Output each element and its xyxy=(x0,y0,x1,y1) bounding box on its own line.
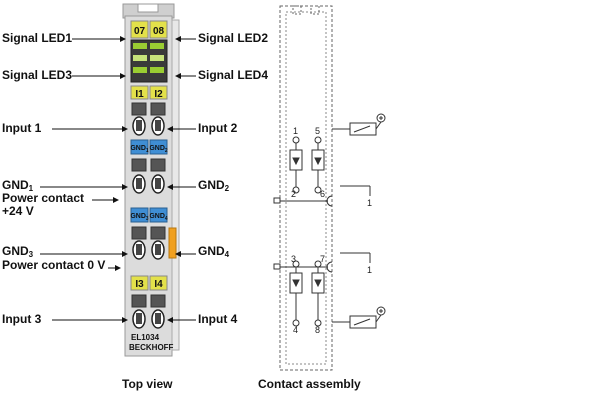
power-bus-0v xyxy=(273,252,371,273)
led-label-08 xyxy=(149,20,168,39)
clamp-row-gnd-1-2 xyxy=(131,158,166,194)
clamp-row-inputs-1-2 xyxy=(131,102,166,136)
label-input1: Input 1 xyxy=(2,121,42,135)
label-i1 xyxy=(130,85,149,100)
label-gnd3-main: GND xyxy=(2,244,29,258)
label-gnd1-text: GND1 xyxy=(130,145,149,154)
label-gnd3-sub: 3 xyxy=(28,250,34,259)
contact-assembly-outline xyxy=(279,5,333,371)
label-gnd1 xyxy=(130,139,149,155)
pin-2: 2 xyxy=(291,189,296,199)
label-gnd4-text: GND4 xyxy=(149,213,168,222)
pin-7: 7 xyxy=(320,254,325,264)
orange-tab xyxy=(168,227,177,259)
label-gnd4-main: GND xyxy=(198,244,225,258)
bus-label-top: 1 xyxy=(367,198,372,208)
led-1 xyxy=(133,43,147,49)
clamp-row-inputs-3-4 xyxy=(131,294,166,329)
clamp-row-gnd-3-4 xyxy=(131,226,166,260)
label-power-24v-line1: Power contact xyxy=(2,191,85,205)
label-i1-text: I1 xyxy=(135,89,144,100)
label-power-24v-line2: +24 V xyxy=(2,204,34,218)
label-i2 xyxy=(149,85,168,100)
label-i3 xyxy=(130,275,149,291)
lower-input-circuit xyxy=(289,260,325,327)
label-input4: Input 4 xyxy=(198,312,238,326)
label-gnd1-main: GND xyxy=(2,178,29,192)
pin-4: 4 xyxy=(293,325,298,335)
led-label-07 xyxy=(130,20,149,39)
power-bus-24v xyxy=(273,185,371,207)
pin-1: 1 xyxy=(293,126,298,136)
sensor-input-lower xyxy=(332,306,386,329)
led-3 xyxy=(133,55,147,61)
terminal-model: EL1034 xyxy=(131,333,160,342)
label-gnd2: GND2 xyxy=(198,179,229,195)
label-gnd1: GND1 xyxy=(2,179,33,195)
label-gnd2 xyxy=(149,139,168,155)
bus-label-bottom: 1 xyxy=(367,265,372,275)
label-gnd4 xyxy=(149,207,168,223)
label-gnd3: GND3 xyxy=(2,245,33,261)
label-signal-led1: Signal LED1 xyxy=(2,31,73,45)
label-signal-led3: Signal LED3 xyxy=(2,68,73,82)
led-2 xyxy=(150,43,164,49)
label-gnd2-sub: 2 xyxy=(224,184,230,193)
terminal-brand: BECKHOFF xyxy=(129,343,174,352)
pin-3: 3 xyxy=(291,254,296,264)
label-gnd4: GND4 xyxy=(198,245,229,261)
led-5 xyxy=(133,67,147,73)
label-arrows xyxy=(40,36,196,323)
label-i3-text: I3 xyxy=(135,279,144,290)
label-power-0v: Power contact 0 V xyxy=(2,258,106,272)
caption-top-view: Top view xyxy=(122,377,173,391)
label-gnd1-sub: 1 xyxy=(28,184,34,193)
label-signal-led4: Signal LED4 xyxy=(198,68,269,82)
label-input2: Input 2 xyxy=(198,121,238,135)
label-i2-text: I2 xyxy=(154,89,163,100)
caption-contact-assembly: Contact assembly xyxy=(258,377,361,391)
pin-5: 5 xyxy=(315,126,320,136)
label-i4 xyxy=(149,275,168,291)
label-gnd2-main: GND xyxy=(198,178,225,192)
terminal-side-rail xyxy=(171,19,180,351)
label-i4-text: I4 xyxy=(154,279,163,290)
label-gnd3-text: GND3 xyxy=(130,213,149,222)
label-gnd3 xyxy=(130,207,149,223)
led-6 xyxy=(150,67,164,73)
contact-assembly: 1 5 2 6 3 7 4 8 1 1 xyxy=(273,5,386,371)
label-signal-led2: Signal LED2 xyxy=(198,31,269,45)
led-label-07-text: 07 xyxy=(134,26,146,37)
sensor-input-upper xyxy=(332,113,386,136)
label-gnd2-text: GND2 xyxy=(149,145,168,154)
upper-input-circuit xyxy=(289,136,325,194)
led-label-08-text: 08 xyxy=(153,26,165,37)
led-4 xyxy=(150,55,164,61)
contact-assembly-inner-outline xyxy=(285,11,327,365)
pin-6: 6 xyxy=(320,189,325,199)
terminal-top-view: 07 08 I1 I2 GND1 GND2 GND3 GND4 I3 I4 EL… xyxy=(122,3,180,357)
label-gnd4-sub: 4 xyxy=(224,250,230,259)
terminal-top-notch xyxy=(137,3,159,13)
pin-8: 8 xyxy=(315,325,320,335)
label-input3: Input 3 xyxy=(2,312,42,326)
